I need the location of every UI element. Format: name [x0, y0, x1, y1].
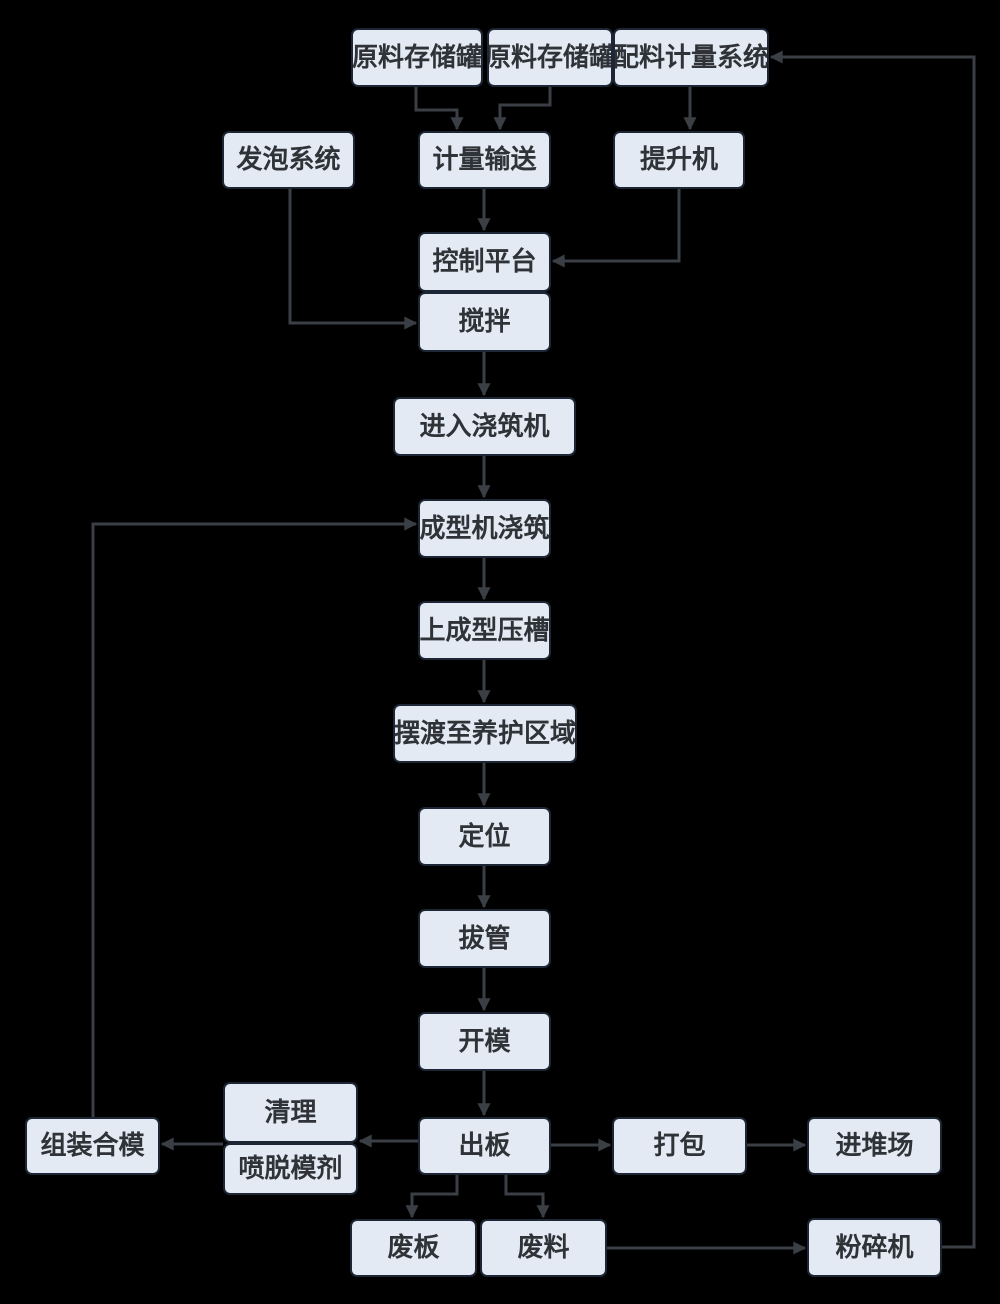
- flow-node-tank-2: 原料存储罐: [487, 28, 613, 87]
- flow-node-label-waste-material: 废料: [517, 1233, 570, 1262]
- flow-node-board-out: 出板: [418, 1117, 551, 1175]
- flow-node-label-press-groove: 上成型压槽: [419, 615, 550, 645]
- flow-node-label-metering-conveying: 计量输送: [432, 145, 537, 174]
- flow-node-label-waste-board: 废板: [387, 1233, 440, 1262]
- flow-node-label-mold-opening: 开模: [458, 1026, 511, 1056]
- flow-node-stirring: 搅拌: [418, 292, 551, 352]
- flow-node-label-control-platform: 控制平台: [432, 247, 537, 276]
- flow-node-label-hoist: 提升机: [639, 145, 718, 174]
- flow-edge-hoist-to-control-platform: [551, 189, 681, 268]
- flow-node-label-batching-system: 配料计量系统: [613, 42, 769, 72]
- flow-node-press-groove: 上成型压槽: [418, 601, 551, 660]
- flow-node-cleaning: 清理: [223, 1082, 358, 1143]
- flow-node-positioning: 定位: [418, 807, 551, 866]
- flow-node-mold-opening: 开模: [418, 1012, 551, 1071]
- flow-node-tank-1: 原料存储罐: [351, 28, 483, 87]
- flow-edge-board-out-to-waste-board: [405, 1175, 459, 1219]
- flow-node-label-ferry-curing: 摆渡至养护区域: [394, 718, 577, 748]
- flow-node-stack-yard: 进堆场: [807, 1117, 942, 1175]
- flow-node-metering-conveying: 计量输送: [418, 131, 551, 189]
- flow-node-label-packing: 打包: [653, 1131, 706, 1160]
- flow-node-label-assembly-mold: 组装合模: [40, 1131, 145, 1160]
- flow-node-foaming-system: 发泡系统: [222, 131, 355, 189]
- flow-edge-foaming-system-to-stirring: [288, 189, 418, 330]
- flow-node-spray-release: 喷脱模剂: [223, 1143, 358, 1195]
- flow-node-enter-pouring: 进入浇筑机: [393, 397, 576, 456]
- flow-node-label-crusher: 粉碎机: [835, 1232, 914, 1262]
- flow-node-batching-system: 配料计量系统: [613, 28, 769, 87]
- flow-node-hoist: 提升机: [613, 131, 745, 189]
- flow-node-label-tube-pulling: 拔管: [458, 923, 511, 953]
- flow-node-assembly-mold: 组装合模: [25, 1117, 160, 1175]
- flow-node-packing: 打包: [612, 1117, 747, 1175]
- flow-node-label-positioning: 定位: [458, 821, 511, 851]
- flow-node-label-spray-release: 喷脱模剂: [238, 1154, 343, 1183]
- flow-edge-crusher-to-batching-system: [769, 50, 976, 1249]
- flow-edge-assembly-mold-to-forming-pouring: [91, 517, 418, 1117]
- flow-node-label-stack-yard: 进堆场: [835, 1131, 914, 1160]
- flow-node-label-tank-2: 原料存储罐: [487, 42, 613, 72]
- flow-node-waste-board: 废板: [350, 1219, 477, 1277]
- flow-edge-board-out-to-waste-material: [504, 1175, 550, 1219]
- flow-node-label-foaming-system: 发泡系统: [236, 145, 341, 174]
- flow-node-label-stirring: 搅拌: [458, 307, 511, 336]
- flow-node-label-board-out: 出板: [458, 1131, 511, 1160]
- flow-node-label-forming-pouring: 成型机浇筑: [419, 513, 550, 543]
- flow-node-waste-material: 废料: [480, 1219, 607, 1277]
- flow-node-crusher: 粉碎机: [807, 1218, 942, 1277]
- flow-node-ferry-curing: 摆渡至养护区域: [393, 704, 577, 763]
- flow-node-label-tank-1: 原料存储罐: [352, 42, 483, 72]
- flow-node-label-enter-pouring: 进入浇筑机: [419, 411, 550, 441]
- flow-node-control-platform: 控制平台: [418, 232, 551, 292]
- flow-edge-tank-1-to-metering-conveying: [414, 87, 464, 131]
- flow-edge-tank-2-to-metering-conveying: [493, 87, 552, 131]
- flow-node-forming-pouring: 成型机浇筑: [418, 499, 551, 558]
- flow-node-label-cleaning: 清理: [264, 1097, 317, 1127]
- flow-node-tube-pulling: 拔管: [418, 909, 551, 968]
